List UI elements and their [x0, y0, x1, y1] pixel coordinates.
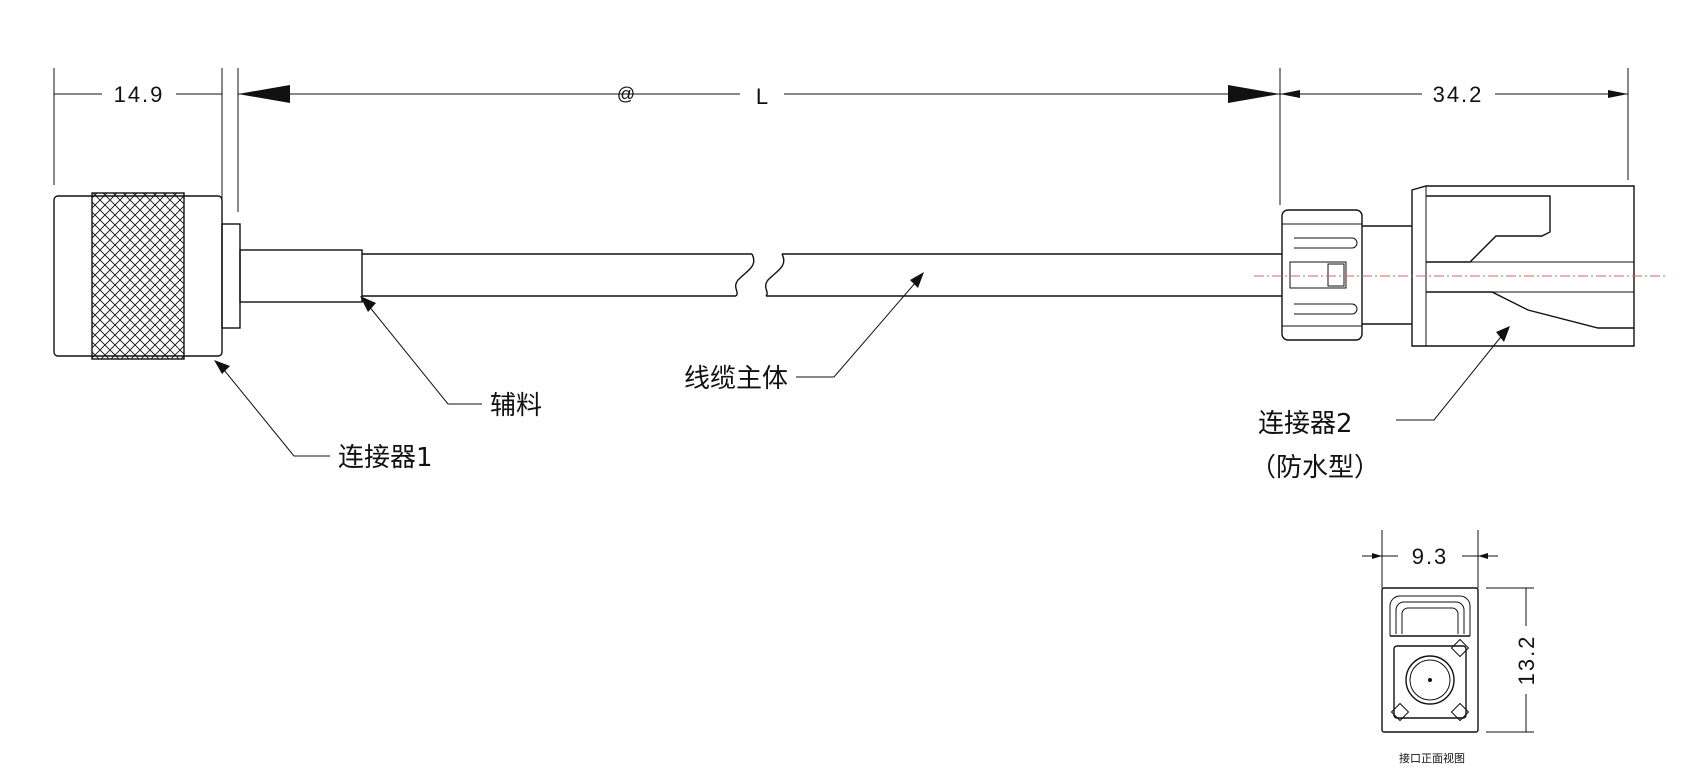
dimension-face-height-text: 13.2 [1514, 635, 1539, 686]
label-connector2-type: （防水型） [1250, 453, 1380, 483]
label-face-view: 接口正面视图 [1399, 751, 1465, 765]
dimension-face-width-text: 9.3 [1412, 544, 1449, 569]
dimension-cable-length: @ L [237, 68, 1281, 212]
cable-body [362, 253, 1282, 297]
interface-front-view: 9.3 13.2 接口正面视图 [1362, 530, 1539, 765]
label-connector1: 连接器1 [338, 443, 433, 473]
leader-connector2: 连接器2 （防水型） [1250, 326, 1510, 483]
leader-cable-body: 线缆主体 [684, 272, 924, 394]
connector-1 [53, 192, 363, 360]
label-connector2: 连接器2 [1258, 409, 1353, 439]
label-accessory: 辅料 [490, 391, 542, 421]
cable-marker-text: @ [617, 84, 637, 104]
dimension-connector2-text: 34.2 [1433, 82, 1484, 107]
leader-connector1: 连接器1 [214, 360, 433, 473]
connector-2 [1254, 185, 1666, 347]
label-cable-body: 线缆主体 [684, 364, 788, 394]
dimension-connector2: 34.2 [1280, 68, 1629, 180]
dimension-connector1-text: 14.9 [114, 82, 165, 107]
dimension-connector1: 14.9 [53, 68, 223, 200]
leader-accessory: 辅料 [360, 296, 542, 421]
dimension-cable-length-text: L [756, 84, 770, 109]
